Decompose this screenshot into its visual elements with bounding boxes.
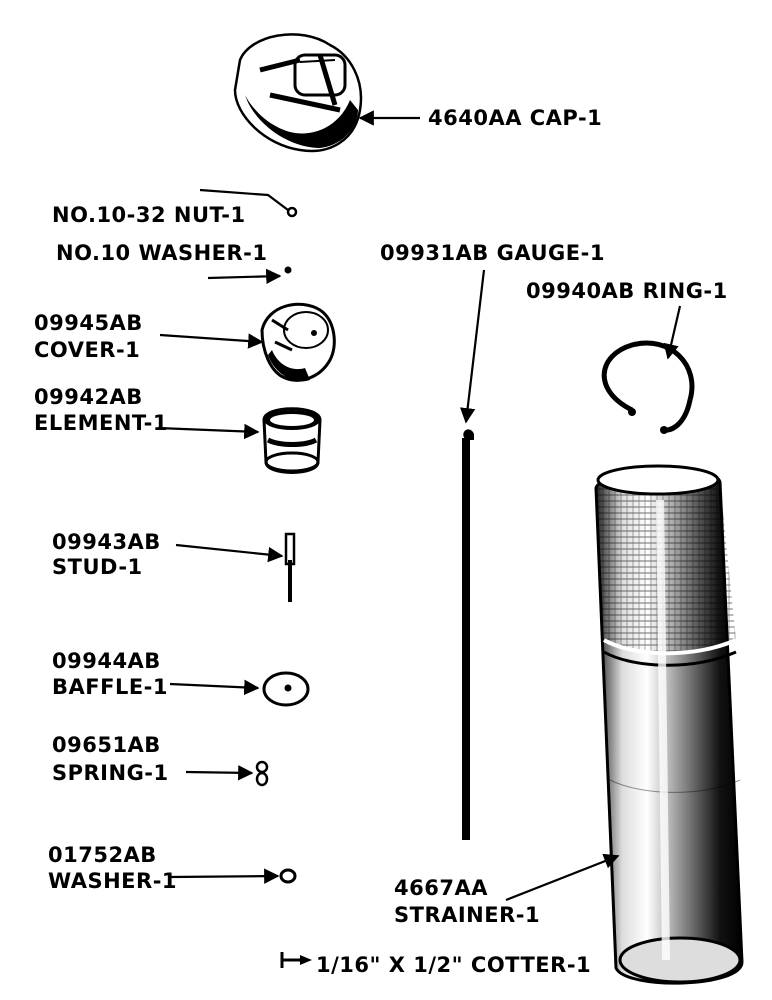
- element-number-label: 09942AB: [34, 385, 143, 409]
- gauge-part: [462, 429, 474, 840]
- strainer-part: [594, 464, 744, 985]
- cap-part: [233, 33, 363, 153]
- cotter-part: [280, 952, 312, 968]
- baffle-number-label: 09944AB: [52, 649, 161, 673]
- strainer-name-label: STRAINER-1: [394, 903, 540, 927]
- washer-part: [279, 868, 297, 884]
- cover-part: [260, 302, 336, 382]
- nut-part: [286, 206, 298, 218]
- gauge-leader: [459, 269, 486, 424]
- strainer-leader: [505, 853, 620, 902]
- baffle-part: [262, 671, 310, 707]
- element-part: [262, 407, 322, 474]
- nut-leader: [199, 188, 289, 211]
- washer-small-label: NO.10 WASHER-1: [56, 241, 268, 265]
- stud-number-label: 09943AB: [52, 530, 161, 554]
- cover-number-label: 09945AB: [34, 311, 143, 335]
- washer-number-label: 01752AB: [48, 843, 157, 867]
- stud-part: [284, 532, 296, 602]
- cover-leader: [159, 333, 264, 349]
- nut-label: NO.10-32 NUT-1: [52, 203, 246, 227]
- stud-leader: [175, 543, 284, 563]
- washer-name-label: WASHER-1: [48, 869, 177, 893]
- washer-leader: [169, 868, 280, 884]
- spring-part: [255, 760, 269, 787]
- spring-number-label: 09651AB: [52, 733, 161, 757]
- washer-small-leader: [207, 268, 282, 285]
- strainer-number-label: 4667AA: [394, 876, 488, 900]
- spring-name-label: SPRING-1: [52, 761, 169, 785]
- ring-label: 09940AB RING-1: [526, 279, 728, 303]
- baffle-name-label: BAFFLE-1: [52, 675, 168, 699]
- cotter-label: 1/16" X 1/2" COTTER-1: [316, 953, 591, 977]
- washer-small-part: [284, 266, 292, 274]
- cap-label: 4640AA CAP-1: [428, 106, 602, 130]
- element-name-label: ELEMENT-1: [34, 411, 168, 435]
- gauge-label: 09931AB GAUGE-1: [380, 241, 605, 265]
- spring-leader: [185, 765, 254, 781]
- baffle-leader: [169, 679, 260, 696]
- ring-part: [601, 340, 695, 433]
- stud-name-label: STUD-1: [52, 555, 143, 579]
- element-leader: [157, 423, 260, 440]
- cover-name-label: COVER-1: [34, 338, 140, 362]
